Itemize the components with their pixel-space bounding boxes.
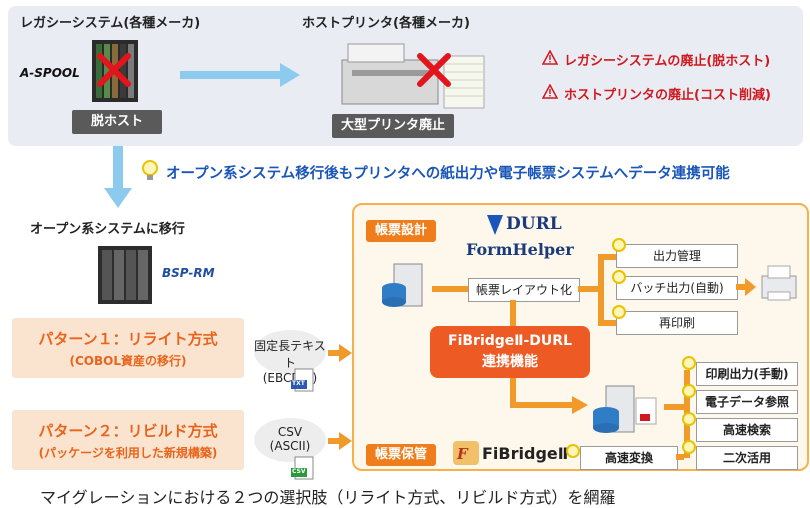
fast-convert-box: 高速変換 bbox=[580, 446, 678, 470]
printer-icon bbox=[758, 262, 800, 304]
formhelper-logo: FormHelper bbox=[466, 240, 574, 259]
oval-line1: CSV bbox=[277, 425, 303, 439]
print-manual-box: 印刷出力(手動) bbox=[696, 362, 798, 386]
lightbulb-icon bbox=[682, 440, 696, 454]
txt-file-icon: TXT bbox=[290, 368, 316, 394]
flow-line bbox=[598, 320, 616, 326]
arrow-right-icon bbox=[180, 63, 300, 87]
lightbulb-icon bbox=[682, 412, 696, 426]
pattern-rewrite-box: パターン１：リライト方式 (COBOL資産の移行) bbox=[12, 318, 244, 378]
svg-text:F: F bbox=[456, 445, 469, 463]
csv-oval: CSV (ASCII) bbox=[254, 418, 326, 462]
aspool-logo: A-SPOOL bbox=[20, 66, 80, 80]
lightbulb-icon bbox=[566, 444, 580, 458]
design-server-icon bbox=[380, 262, 430, 308]
host-printer-icon bbox=[340, 38, 490, 112]
printer-abolish-label: 大型プリンタ廃止 bbox=[332, 114, 454, 138]
fibridge-durl-link-box: FiBridgeⅡ-DURL 連携機能 bbox=[430, 326, 590, 378]
oval-line1: 固定長テキスト bbox=[254, 339, 326, 370]
arrow-right-icon bbox=[328, 432, 352, 450]
x-mark-icon bbox=[416, 52, 452, 88]
bsp-rm-logo: BSP-RM bbox=[162, 266, 215, 280]
output-management-box: 出力管理 bbox=[616, 244, 738, 268]
fibridge-logo: FiBridgeⅡ bbox=[482, 444, 569, 463]
fibridge-durl-title: FiBridgeⅡ-DURL bbox=[448, 333, 572, 349]
pattern-rebuild-subtitle: (パッケージを利用した新規構築) bbox=[38, 446, 218, 460]
batch-output-box: バッチ出力(自動) bbox=[616, 276, 738, 300]
flow-line bbox=[598, 254, 604, 324]
pattern-rebuild-box: パターン２：リビルド方式 (パッケージを利用した新規構築) bbox=[12, 410, 244, 470]
fibridge-logo-icon: F bbox=[452, 440, 480, 466]
flow-line bbox=[676, 454, 684, 460]
lightbulb-icon bbox=[140, 160, 160, 182]
electronic-view-box: 電子データ参照 bbox=[696, 390, 798, 414]
fixed-length-text-oval: 固定長テキスト (EBCDIC) bbox=[254, 330, 326, 385]
lightbulb-icon bbox=[612, 270, 626, 284]
legacy-system-title: レガシーシステム(各種メーカ) bbox=[20, 16, 201, 31]
csv-file-badge: CSV bbox=[292, 468, 306, 475]
report-design-tag: 帳票設計 bbox=[366, 220, 436, 242]
reprint-box: 再印刷 bbox=[616, 311, 738, 335]
fibridge-durl-subtitle: 連携機能 bbox=[482, 354, 538, 370]
flow-line bbox=[510, 402, 576, 408]
x-mark-icon bbox=[96, 52, 132, 88]
warning-text-printer: ホストプリンタの廃止(コスト削減) bbox=[564, 88, 771, 103]
flow-line bbox=[510, 378, 516, 408]
warning-icon bbox=[542, 50, 558, 65]
arrow-down-icon bbox=[104, 146, 132, 208]
report-storage-tag: 帳票保管 bbox=[366, 444, 436, 466]
arrow-right-icon bbox=[328, 344, 352, 362]
migrate-title: オープン系システムに移行 bbox=[30, 222, 185, 237]
pattern-rewrite-subtitle: (COBOL資産の移行) bbox=[69, 354, 187, 368]
open-server-icon bbox=[96, 244, 154, 306]
lightbulb-icon bbox=[682, 356, 696, 370]
lightbulb-icon bbox=[612, 238, 626, 252]
oval-line2: (ASCII) bbox=[269, 439, 311, 453]
lightbulb-icon bbox=[682, 384, 696, 398]
layout-box: 帳票レイアウト化 bbox=[468, 278, 580, 302]
secondary-use-box: 二次活用 bbox=[696, 446, 798, 470]
arrow-right-icon bbox=[736, 278, 756, 296]
warning-icon bbox=[542, 84, 558, 99]
flow-line bbox=[598, 254, 616, 260]
flow-line bbox=[510, 300, 516, 326]
flow-line bbox=[578, 286, 602, 292]
warning-text-legacy: レガシーシステムの廃止(脱ホスト) bbox=[564, 54, 771, 69]
csv-file-icon: CSV bbox=[290, 456, 316, 482]
flow-line bbox=[664, 404, 684, 410]
pattern-rebuild-title: パターン２：リビルド方式 bbox=[38, 422, 218, 440]
lightbulb-icon bbox=[612, 305, 626, 319]
dehost-label: 脱ホスト bbox=[72, 110, 162, 134]
durl-logo-icon bbox=[486, 214, 504, 236]
arrow-right-icon bbox=[572, 396, 588, 414]
flow-line bbox=[432, 286, 468, 292]
durl-logo: DURL bbox=[506, 214, 562, 234]
txt-file-badge: TXT bbox=[292, 380, 305, 387]
caption: マイグレーションにおける２つの選択肢（リライト方式、リビルド方式）を網羅 bbox=[40, 488, 616, 507]
host-printer-title: ホストプリンタ(各種メーカ) bbox=[302, 16, 470, 31]
pattern-rewrite-title: パターン１：リライト方式 bbox=[38, 330, 218, 348]
fast-search-box: 高速検索 bbox=[696, 418, 798, 442]
storage-server-icon bbox=[590, 384, 660, 436]
key-message: オープン系システム移行後もプリンタへの紙出力や電子帳票システムへデータ連携可能 bbox=[166, 166, 730, 182]
